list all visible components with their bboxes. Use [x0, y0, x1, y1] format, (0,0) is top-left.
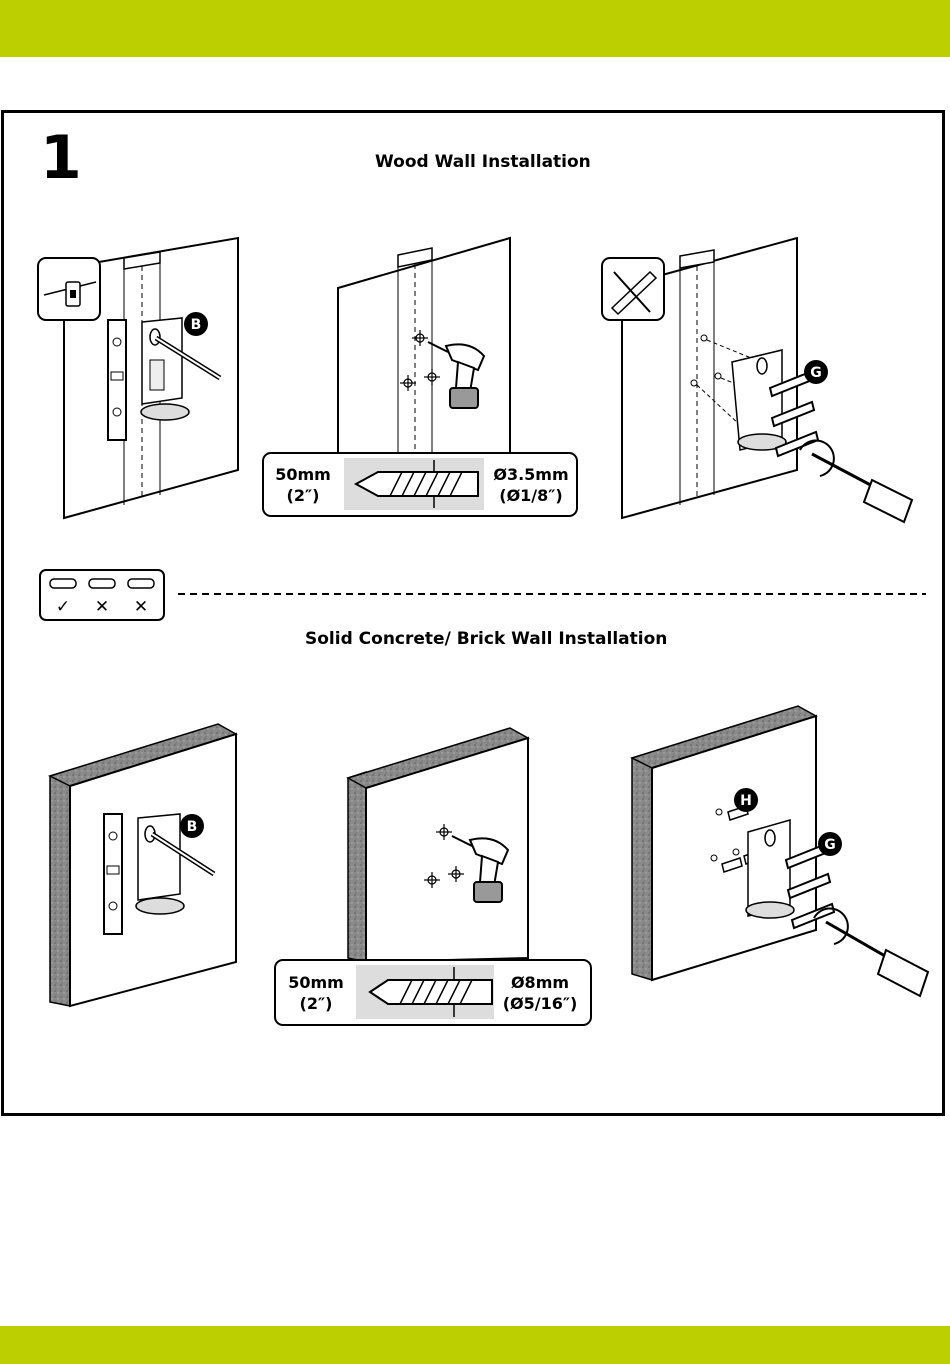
svg-text:B: B: [187, 819, 198, 835]
concrete-panel-drill: [348, 728, 528, 962]
no-anchor-icon: [602, 258, 664, 320]
wood-drill-depth: 50mm: [275, 465, 331, 484]
concrete-drill-depth-imperial: (2″): [300, 994, 333, 1013]
part-label-b-concrete: B: [180, 814, 204, 838]
svg-text:B: B: [191, 317, 202, 333]
concrete-drill-diameter-imperial: (Ø5/16″): [503, 994, 578, 1013]
part-label-g-concrete: G: [818, 832, 842, 856]
svg-text:H: H: [740, 793, 752, 809]
stud-finder-icon: [38, 258, 100, 320]
slot-mark-wrong: ✕: [134, 597, 148, 617]
slot-mark-correct: ✓: [56, 597, 70, 617]
slot-mark-wrong: ✕: [95, 597, 109, 617]
svg-text:G: G: [824, 837, 836, 853]
concrete-drill-depth: 50mm: [288, 973, 344, 992]
screwdriver-icon: [814, 908, 928, 996]
wood-drill-spec-box: [263, 453, 577, 516]
wall-bracket: [732, 350, 786, 450]
concrete-panel-screws: [632, 706, 928, 996]
concrete-panel-level: [50, 724, 236, 1006]
wood-drill-diameter-imperial: (Ø1/8″): [499, 486, 562, 505]
screwdriver-icon: [800, 440, 912, 522]
svg-text:G: G: [810, 365, 822, 381]
level-icon: [104, 814, 122, 934]
wood-drill-diameter: Ø3.5mm: [493, 465, 568, 484]
wall-bracket: [746, 820, 794, 918]
part-label-g-wood: G: [804, 360, 828, 384]
wood-panel-level: [38, 238, 238, 518]
part-label-b-wood: B: [184, 312, 208, 336]
part-label-h-concrete: H: [734, 788, 758, 812]
wood-drill-depth-imperial: (2″): [287, 486, 320, 505]
wood-panel-screws: [602, 238, 912, 522]
level-icon: [108, 320, 126, 440]
concrete-drill-diameter: Ø8mm: [511, 973, 569, 992]
footer-accent-band: [0, 1326, 950, 1364]
concrete-drill-spec-box: [275, 960, 591, 1025]
